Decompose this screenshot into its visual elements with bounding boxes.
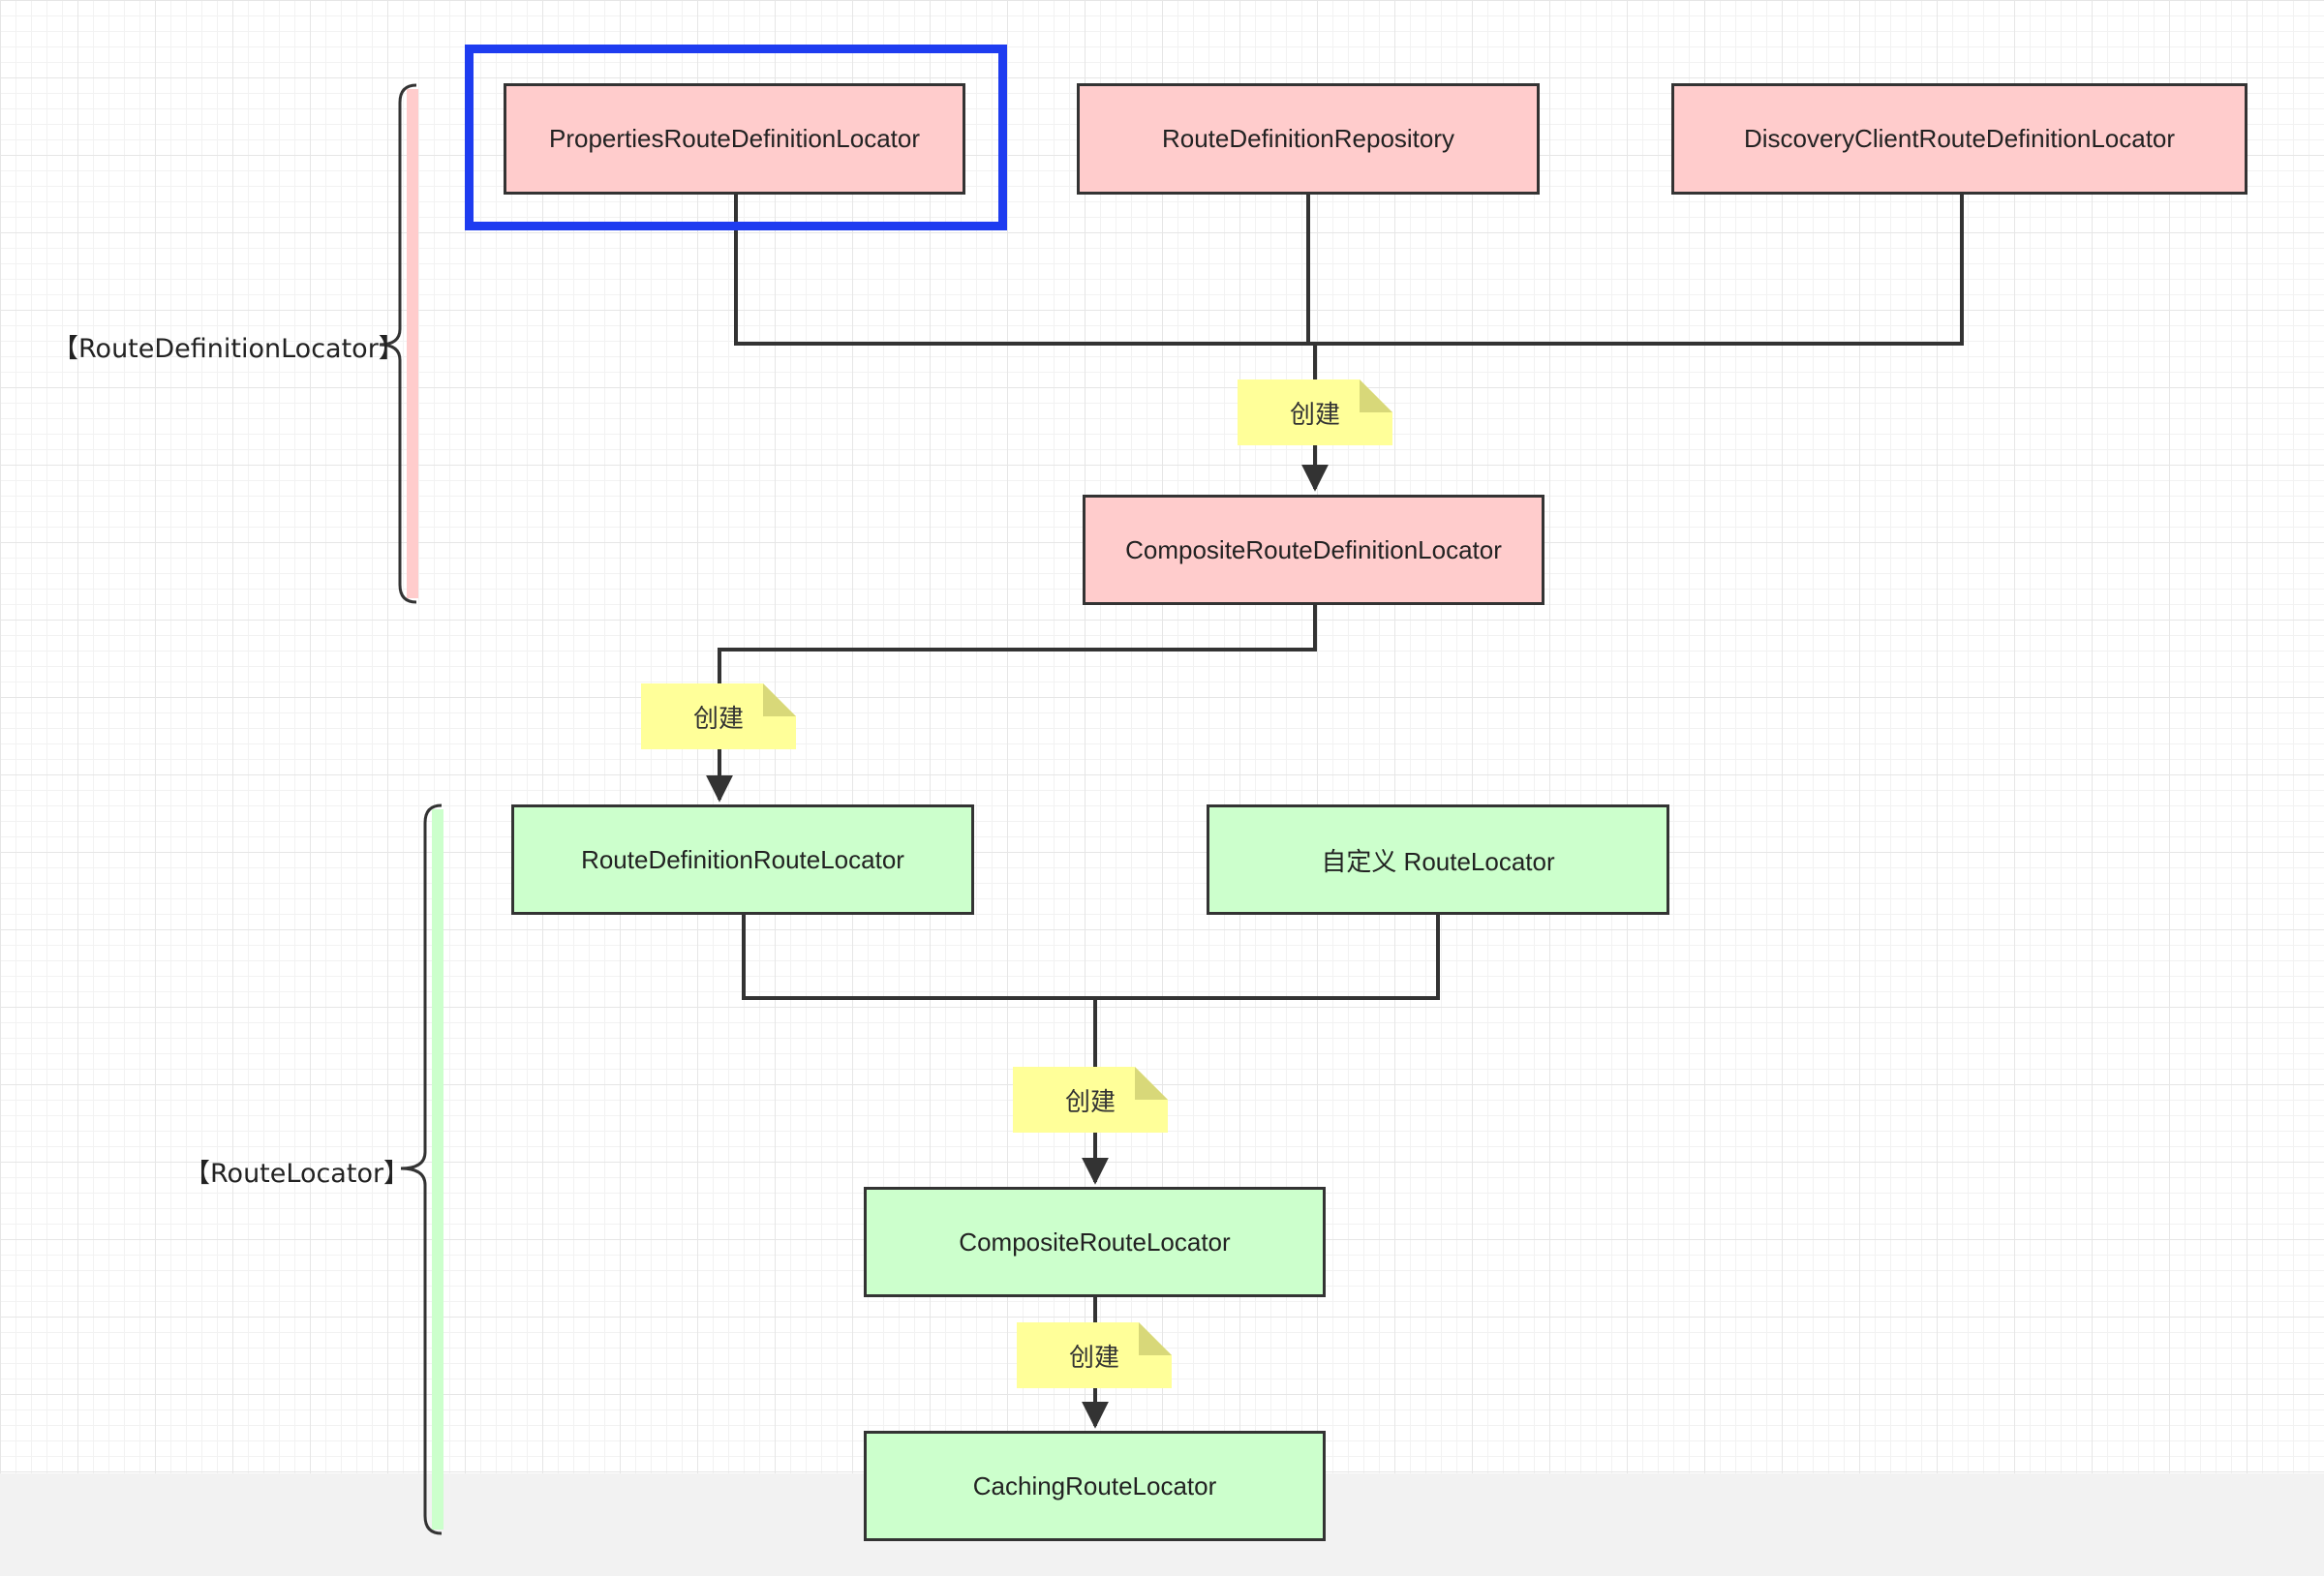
connector-properties	[734, 194, 1315, 346]
note-shape	[641, 683, 796, 749]
node-composite-route-locator[interactable]: CompositeRouteLocator	[864, 1187, 1326, 1297]
note-label: 创建	[1289, 400, 1340, 430]
connector-custom-route-locator	[1095, 915, 1440, 1000]
note-create-composite-definition: 创建	[1238, 379, 1392, 445]
node-route-definition-route-locator[interactable]: RouteDefinitionRouteLocator	[511, 804, 974, 915]
group-bar-route-definition-locator	[407, 89, 418, 598]
node-route-definition-repository[interactable]: RouteDefinitionRepository	[1077, 83, 1540, 195]
connector-discovery	[1315, 194, 1964, 346]
node-caching-route-locator[interactable]: CachingRouteLocator	[864, 1431, 1326, 1541]
connector-definition-route-locator	[742, 915, 1095, 1000]
note-label: 创建	[692, 704, 744, 734]
group-label-route-locator: 【RouteLocator】	[184, 1159, 411, 1189]
note-create-caching-route-locator: 创建	[1017, 1322, 1172, 1388]
note-shape	[1017, 1322, 1172, 1388]
highlight-rectangle	[465, 45, 1007, 230]
group-label-route-definition-locator: 【RouteDefinitionLocator】	[52, 334, 405, 364]
arrow-to-definition-route-locator	[706, 605, 1317, 803]
note-label: 创建	[1068, 1343, 1119, 1373]
brace-route-locator	[400, 803, 443, 1535]
note-shape	[1013, 1067, 1168, 1133]
node-discovery-client-route-definition-locator[interactable]: DiscoveryClientRouteDefinitionLocator	[1671, 83, 2248, 195]
note-create-composite-route-locator: 创建	[1013, 1067, 1168, 1133]
node-properties-route-definition-locator[interactable]: PropertiesRouteDefinitionLocator	[504, 83, 965, 195]
note-shape	[1238, 379, 1392, 445]
node-composite-route-definition-locator[interactable]: CompositeRouteDefinitionLocator	[1083, 495, 1544, 605]
note-label: 创建	[1064, 1087, 1116, 1117]
group-bar-route-locator	[432, 809, 443, 1530]
note-create-definition-route-locator: 创建	[641, 683, 796, 749]
brace-route-definition-locator	[379, 83, 417, 604]
node-custom-route-locator[interactable]: 自定义 RouteLocator	[1207, 804, 1669, 915]
